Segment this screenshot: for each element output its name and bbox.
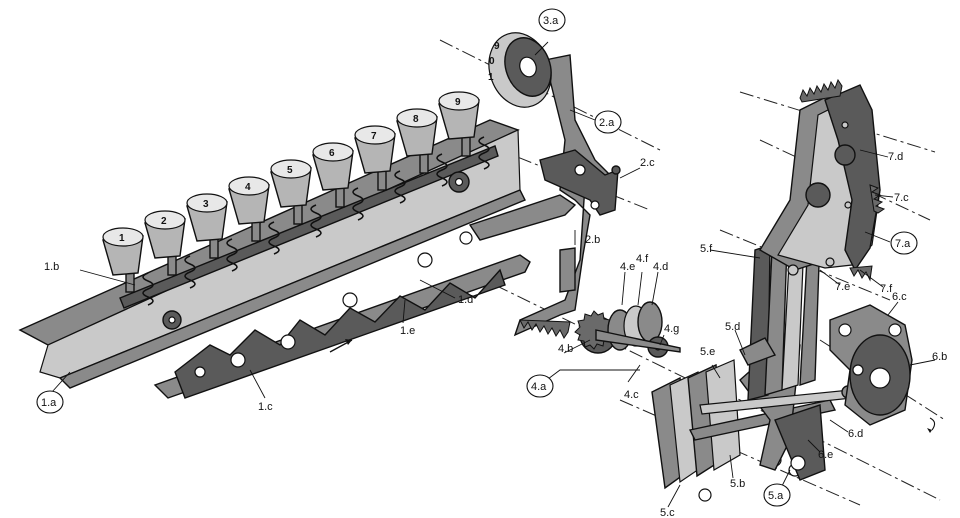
key-5[interactable]: 5 [270, 159, 312, 225]
key-7[interactable]: 7 [354, 125, 396, 191]
label-ring-3a [538, 8, 566, 32]
label-6d: 6.d [848, 428, 863, 440]
connecting-arm [468, 194, 577, 241]
label-ring-5a [763, 483, 791, 507]
label-1c: 1.c [258, 401, 273, 413]
key-4[interactable]: 4 [228, 176, 270, 242]
label-3a: 3.a [543, 15, 559, 27]
label-7d: 7.d [888, 151, 903, 163]
carry-lever-stack [651, 233, 837, 502]
key-1-number: 1 [119, 233, 125, 244]
shaft-and-plate [699, 304, 936, 433]
digit-wheel: 1 0 9 [488, 32, 552, 108]
pinion-cluster [574, 301, 681, 358]
label-4g: 4.g [664, 323, 679, 335]
key-3-number: 3 [203, 199, 209, 210]
key-8-number: 8 [413, 114, 419, 125]
wheel-numeral-0: 0 [489, 56, 495, 67]
key-9[interactable]: 9 [438, 91, 480, 157]
key-9-number: 9 [455, 97, 461, 108]
wheel-numeral-1: 1 [488, 72, 494, 83]
key-springs [142, 136, 490, 306]
label-5b: 5.b [730, 478, 745, 490]
label-6c: 6.c [892, 291, 907, 303]
key-1[interactable]: 1 [102, 227, 144, 293]
label-2a: 2.a [599, 117, 615, 129]
label-ring-2a [594, 110, 622, 134]
label-4a: 4.a [531, 381, 547, 393]
comb-holes [194, 231, 473, 378]
label-2b: 2.b [585, 234, 600, 246]
lever-bracket [539, 149, 619, 216]
label-1b: 1.b [44, 261, 59, 273]
key-4-number: 4 [245, 182, 251, 193]
sector-teeth [519, 319, 571, 339]
sector-lever [513, 54, 611, 337]
key-2[interactable]: 2 [144, 210, 186, 276]
label-7e: 7.e [835, 281, 850, 293]
key-6[interactable]: 6 [312, 142, 354, 208]
label-5d: 5.d [725, 321, 740, 333]
label-ring-1a [36, 390, 64, 414]
label-5c: 5.c [660, 507, 675, 518]
key-6-number: 6 [329, 148, 335, 159]
label-7a: 7.a [895, 238, 911, 250]
leader-lines [51, 41, 936, 508]
key-8[interactable]: 8 [396, 108, 438, 174]
label-7f: 7.f [880, 283, 893, 295]
label-5f: 5.f [700, 243, 713, 255]
part-labels: 1.a 1.b 1.c 1.d 1.e 2.a 2.b 2.c 3.a 4.a … [36, 8, 947, 518]
label-4d: 4.d [653, 261, 668, 273]
label-1e: 1.e [400, 325, 415, 337]
label-4e: 4.e [620, 261, 635, 273]
label-5a: 5.a [768, 490, 784, 502]
label-1d: 1.d [458, 294, 473, 306]
tens-carry-sector-stack [759, 78, 886, 282]
transfer-lever [468, 54, 621, 339]
label-5e: 5.e [700, 346, 715, 358]
key-2-number: 2 [161, 216, 167, 227]
key-3[interactable]: 3 [186, 193, 228, 259]
key-5-number: 5 [287, 165, 293, 176]
keyboard-assembly: 1 2 3 4 5 6 [18, 91, 531, 399]
label-1a: 1.a [41, 397, 57, 409]
wheel-numeral-9: 9 [494, 41, 500, 52]
key-7-number: 7 [371, 131, 377, 142]
label-4c: 4.c [624, 389, 639, 401]
label-4f: 4.f [636, 253, 649, 265]
label-7c: 7.c [894, 192, 909, 204]
toothed-comb [174, 268, 506, 399]
label-ring-7a [890, 231, 918, 255]
label-6b: 6.b [932, 351, 947, 363]
label-4b: 4.b [558, 343, 573, 355]
direction-arrow [329, 339, 353, 353]
key-guide-bar [119, 145, 499, 309]
frame-bottom [58, 189, 526, 389]
label-6e: 6.e [818, 449, 833, 461]
label-2c: 2.c [640, 157, 655, 169]
label-ring-4a [526, 374, 554, 398]
